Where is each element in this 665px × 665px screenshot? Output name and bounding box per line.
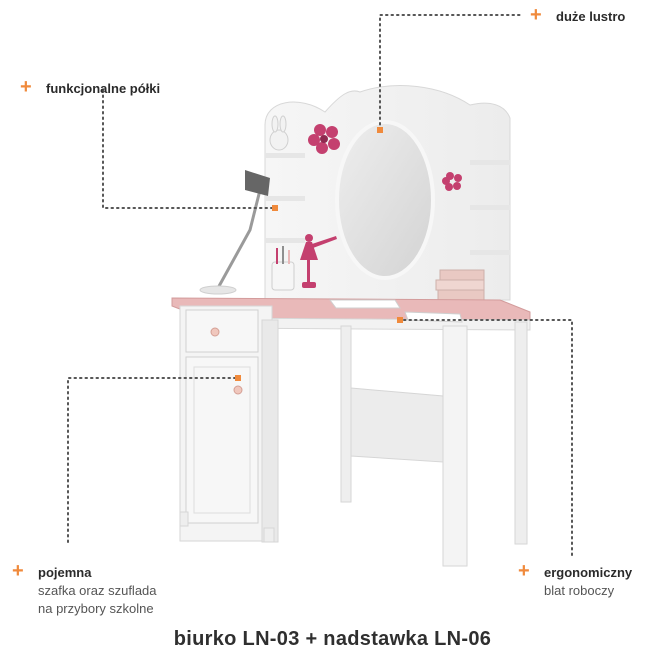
flower-decoration [308,124,462,191]
feature-storage-title: pojemna [38,565,92,580]
feature-storage-line1: szafka oraz szuflada [38,583,157,598]
feature-shelves: funkcjonalne półki [46,80,160,98]
right-shelf-middle [470,205,510,210]
left-shelf-middle [265,196,305,201]
lamp-base [199,285,237,295]
right-shelf-bottom [470,250,510,255]
plus-icon: + [12,560,24,582]
mirror [335,120,435,280]
cabinet-side [261,319,279,543]
pen-cup [271,261,295,291]
feature-desktop-line1: blat roboczy [544,583,615,598]
anchor-markers [235,127,403,381]
desk-lamp [216,189,262,289]
feature-mirror: duże lustro [556,8,625,26]
books-stack [435,269,485,301]
feature-desktop: ergonomiczny blat roboczy [544,564,632,600]
dotted-leader-line [67,14,573,556]
drawer-knob [210,327,220,337]
feature-storage: pojemna szafka oraz szuflada na przybory… [38,564,157,618]
plus-icon: + [518,560,530,582]
right-shelf-top [470,160,510,165]
desk-papers [329,299,401,309]
feature-mirror-title: duże lustro [556,9,626,24]
feature-storage-line2: na przybory szkolne [38,601,154,616]
door-knob [233,385,243,395]
cabinet-door [185,356,259,524]
left-shelf-bottom [265,238,305,243]
plus-icon: + [20,76,32,98]
lamp-shade [245,170,270,196]
left-shelf-top [265,153,305,158]
ballerina-figure [300,234,337,288]
bunny-figure [269,115,289,151]
product-caption: biurko LN-03 + nadstawka LN-06 [173,628,492,650]
drawer [185,309,259,353]
desk-right-leg [442,325,468,567]
feature-desktop-title: ergonomiczny [544,565,633,580]
desk-back-support [350,387,444,463]
plus-icon: + [530,4,542,26]
feature-shelves-title: funkcjonalne półki [46,81,161,96]
